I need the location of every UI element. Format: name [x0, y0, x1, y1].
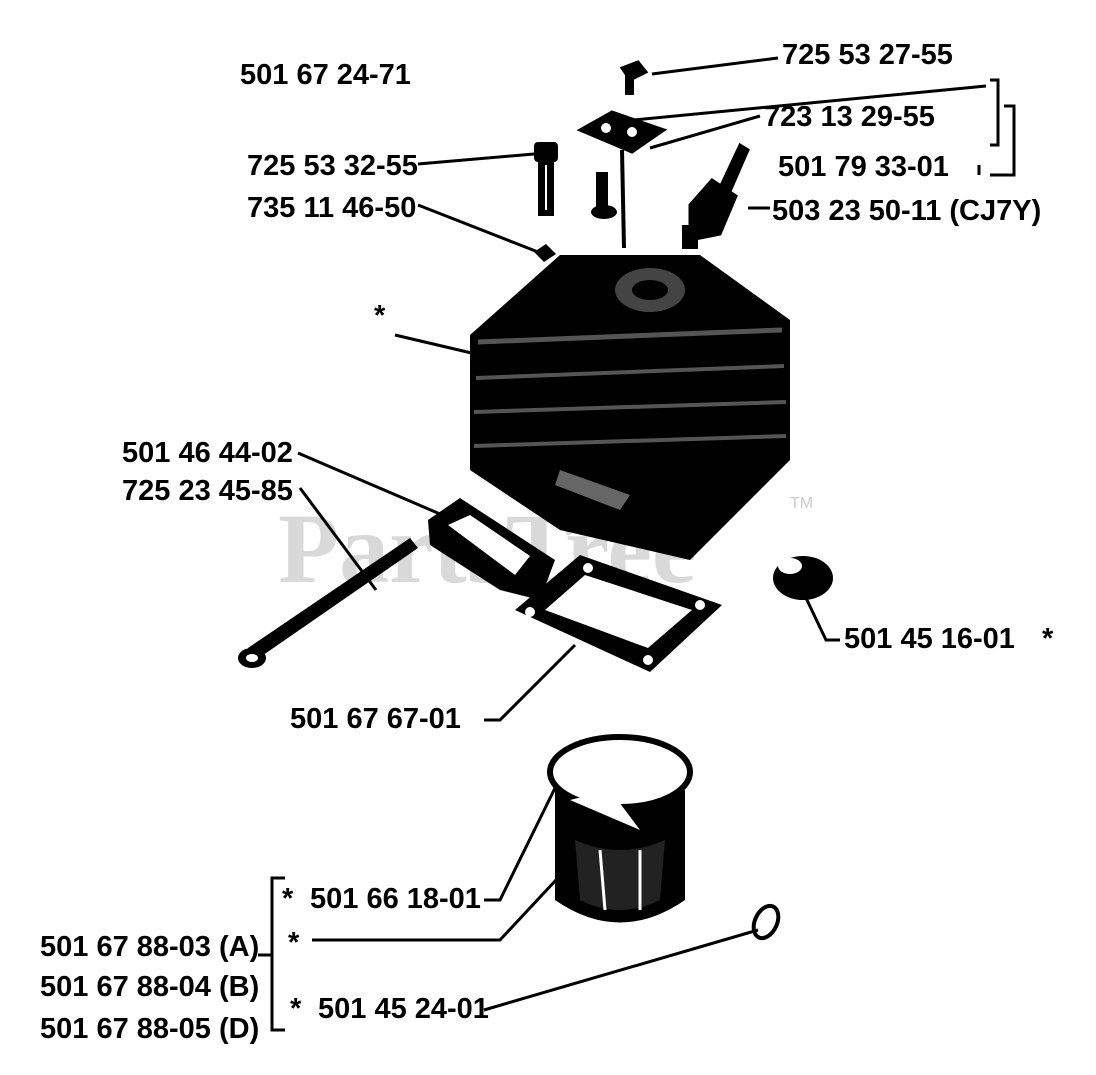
screw-small-part [619, 60, 649, 95]
label-735-11-46-50: 735 11 46-50 [247, 192, 416, 224]
piston-part [555, 790, 685, 923]
bolt-part [534, 142, 558, 216]
label-kit-b: 501 67 88-04 (B) [40, 971, 259, 1003]
label-501-46-44-02: 501 46 44-02 [122, 437, 293, 469]
label-assembly: 501 67 24-71 [240, 59, 411, 91]
washer-part [534, 244, 556, 262]
label-501-66-18-01: 501 66 18-01 [310, 883, 481, 915]
leader-lines [258, 56, 1016, 1032]
spark-plug-part [682, 142, 750, 249]
exhaust-gasket-part [428, 498, 555, 600]
label-501-45-24-01: 501 45 24-01 [318, 993, 489, 1025]
label-725-23-45-85: 725 23 45-85 [122, 475, 293, 507]
label-kit-d: 501 67 88-05 (D) [40, 1013, 259, 1045]
label-501-79-33-01: 501 79 33-01 [778, 151, 949, 183]
label-501-67-67-01: 501 67 67-01 [290, 703, 461, 735]
label-725-53-27-55: 725 53 27-55 [782, 39, 953, 71]
label-501-66-18-01-star: * [282, 883, 294, 915]
label-kit-a: 501 67 88-03 (A) [40, 931, 259, 963]
plate-screw-part [591, 172, 617, 219]
long-screw-part [238, 538, 418, 668]
label-501-45-16-01: 501 45 16-01 [844, 623, 1015, 655]
watermark-trademark: TM [790, 495, 813, 512]
label-piston-star: * [288, 927, 300, 959]
label-cylinder-star: * [374, 300, 386, 332]
cylinder-part [470, 255, 790, 560]
base-gasket-part [515, 555, 722, 672]
label-723-13-29-55: 723 13 29-55 [764, 101, 935, 133]
label-501-45-16-01-star: * [1042, 623, 1054, 655]
label-725-53-32-55: 725 53 32-55 [247, 150, 418, 182]
label-503-23-50-11: 503 23 50-11 (CJ7Y) [772, 195, 1041, 227]
circlip-part [751, 903, 781, 941]
plate-part [576, 110, 668, 249]
label-501-45-24-01-star: * [290, 993, 302, 1025]
cap-part [773, 556, 833, 600]
